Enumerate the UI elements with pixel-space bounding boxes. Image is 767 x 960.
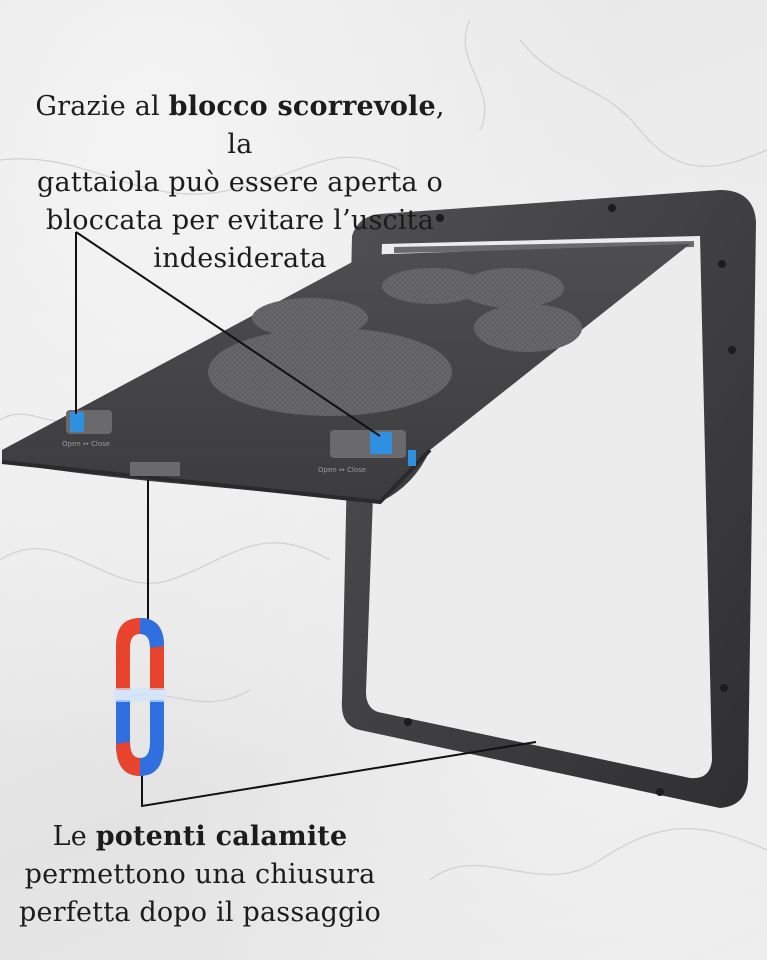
slide-lock-right: Open ↔ Close xyxy=(318,430,416,474)
magnet-caption-pre: Le xyxy=(52,821,96,852)
screw-icon xyxy=(718,260,726,268)
lock-caption-post: , la xyxy=(227,91,445,160)
screw-icon xyxy=(656,788,664,796)
door-flap xyxy=(1,244,690,505)
slide-lock-left: Open ↔ Close xyxy=(62,410,112,448)
magnet-tab xyxy=(130,462,180,476)
magnet-icon xyxy=(114,618,166,776)
lock-caption-bold: blocco scorrevole xyxy=(168,91,436,122)
magnet-caption-bold: potenti calamite xyxy=(95,821,348,852)
magnet-caption-line-2: permettono una chiusura xyxy=(24,859,376,890)
lock-caption-line-3: bloccata per evitare l’uscita xyxy=(45,205,435,236)
paw-toe-mesh xyxy=(382,268,482,304)
paw-toe-mesh xyxy=(460,268,564,308)
magnet-caption-line-3: perfetta dopo il passaggio xyxy=(19,897,381,928)
lock-caption-line-4: indesiderata xyxy=(153,243,327,274)
lock-caption: Grazie al blocco scorrevole, la gattaiol… xyxy=(20,88,460,278)
magnet-caption-line-1: Le potenti calamite xyxy=(0,818,400,856)
paw-toe-mesh xyxy=(252,298,368,338)
lock-right-label: Open ↔ Close xyxy=(318,466,366,474)
screw-icon xyxy=(436,214,444,222)
paw-pad-mesh xyxy=(208,328,452,416)
screw-icon xyxy=(608,204,616,212)
screw-icon xyxy=(728,346,736,354)
lock-left-label: Open ↔ Close xyxy=(62,440,110,448)
paw-toe-mesh xyxy=(474,304,582,352)
lock-caption-line-2: gattaiola può essere aperta o xyxy=(37,167,443,198)
magnet-caption: Le potenti calamite permettono una chius… xyxy=(0,818,400,932)
lock-caption-line-1: Grazie al blocco scorrevole, la xyxy=(20,88,460,164)
screw-icon xyxy=(720,684,728,692)
screw-icon xyxy=(404,718,412,726)
lock-caption-pre: Grazie al xyxy=(35,91,169,122)
